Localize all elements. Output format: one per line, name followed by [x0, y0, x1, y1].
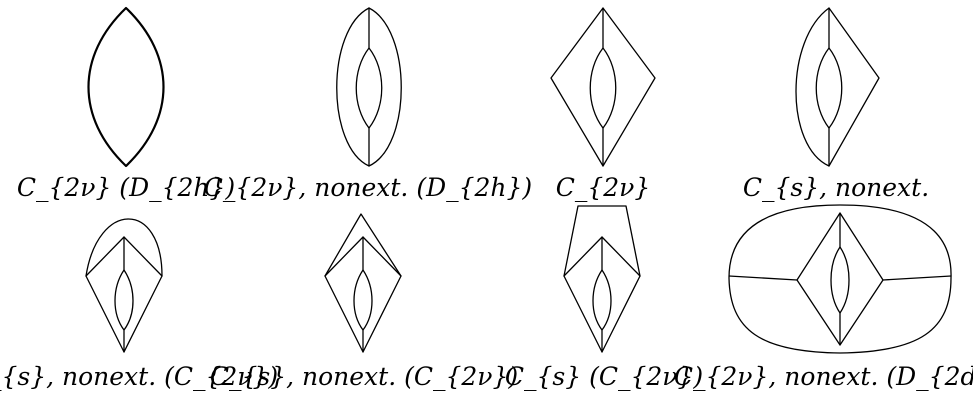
caption-3: C_{2ν}: [555, 173, 651, 202]
caption-2: C_{2ν}, nonext. (D_{2h}): [203, 173, 533, 202]
caption-6: C_{s}, nonext. (C_{2ν}): [209, 362, 519, 391]
diagram-4-half-lens: [795, 7, 880, 167]
diagram-2-nested-lens: [336, 7, 402, 167]
diagram-8-enclosed-rhombus: [728, 204, 952, 354]
diagram-3-rhombus-lens: [550, 7, 656, 167]
caption-8: C_{2ν}, nonext. (D_{2d}): [673, 362, 973, 391]
caption-7: C_{s} (C_{2ν}): [504, 362, 704, 391]
diagram-6-triangle-rhombus: [324, 213, 402, 353]
diagram-7-trapezoid-rhombus: [563, 205, 641, 353]
diagram-1-lens: [87, 6, 165, 168]
diagram-5-arch-rhombus: [85, 218, 163, 353]
caption-4: C_{s}, nonext.: [742, 173, 930, 202]
caption-1: C_{2ν} (D_{2h}): [16, 173, 236, 202]
caption-5: C_{s}, nonext. (C_{2ν}): [0, 362, 279, 391]
